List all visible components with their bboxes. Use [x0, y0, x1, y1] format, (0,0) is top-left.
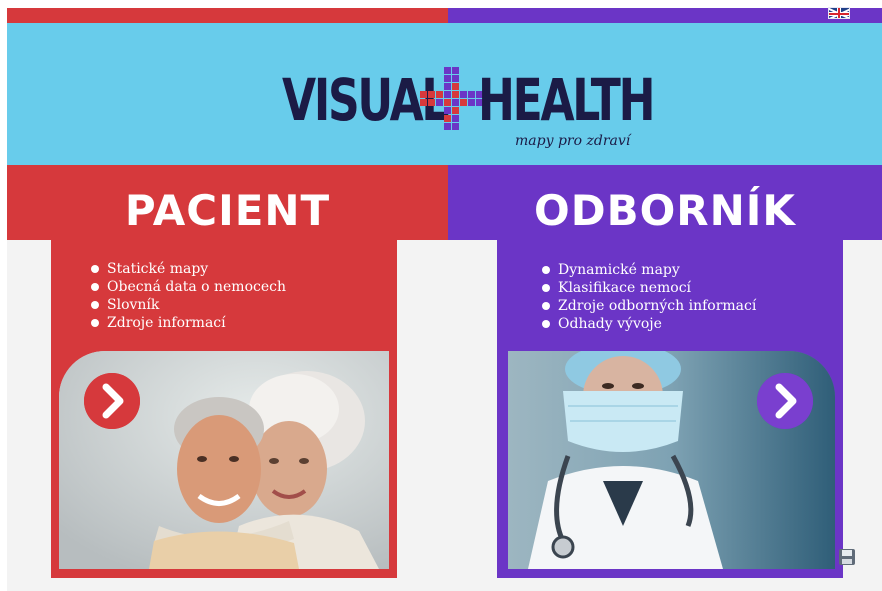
patient-menu-item[interactable]: Statické mapy	[91, 260, 286, 278]
patient-next-button[interactable]	[84, 373, 140, 429]
card-corner-middle	[397, 240, 497, 280]
logo-text-health: HEALTH	[478, 66, 655, 134]
patient-menu-list: Statické mapy Obecná data o nemocech Slo…	[91, 260, 286, 332]
expert-section-header[interactable]: ODBORNÍK	[448, 165, 882, 240]
site-header: VISUAL	[7, 23, 882, 165]
expert-menu-item[interactable]: Odhady vývoje	[542, 315, 756, 333]
patient-section-header[interactable]: PACIENT	[7, 165, 448, 240]
chevron-right-icon	[757, 373, 813, 429]
patient-menu-item[interactable]: Obecná data o nemocech	[91, 278, 286, 296]
patient-title: PACIENT	[124, 186, 331, 235]
expert-menu-item[interactable]: Zdroje odborných informací	[542, 297, 756, 315]
medical-cross-icon	[420, 67, 483, 130]
expert-menu-item[interactable]: Dynamické mapy	[542, 261, 756, 279]
top-strip-expert	[448, 8, 882, 23]
site-logo[interactable]: VISUAL	[282, 61, 655, 151]
uk-flag-icon[interactable]	[828, 7, 850, 19]
patient-menu-item[interactable]: Slovník	[91, 296, 286, 314]
chevron-right-icon	[84, 373, 140, 429]
top-strip-patient	[7, 8, 448, 23]
expert-menu-item[interactable]: Klasifikace nemocí	[542, 279, 756, 297]
expert-title: ODBORNÍK	[534, 186, 796, 235]
logo-subtitle: mapy pro zdraví	[515, 133, 631, 149]
expert-next-button[interactable]	[757, 373, 813, 429]
save-icon[interactable]	[838, 548, 856, 566]
expert-menu-list: Dynamické mapy Klasifikace nemocí Zdroje…	[542, 261, 756, 333]
patient-menu-item[interactable]: Zdroje informací	[91, 314, 286, 332]
